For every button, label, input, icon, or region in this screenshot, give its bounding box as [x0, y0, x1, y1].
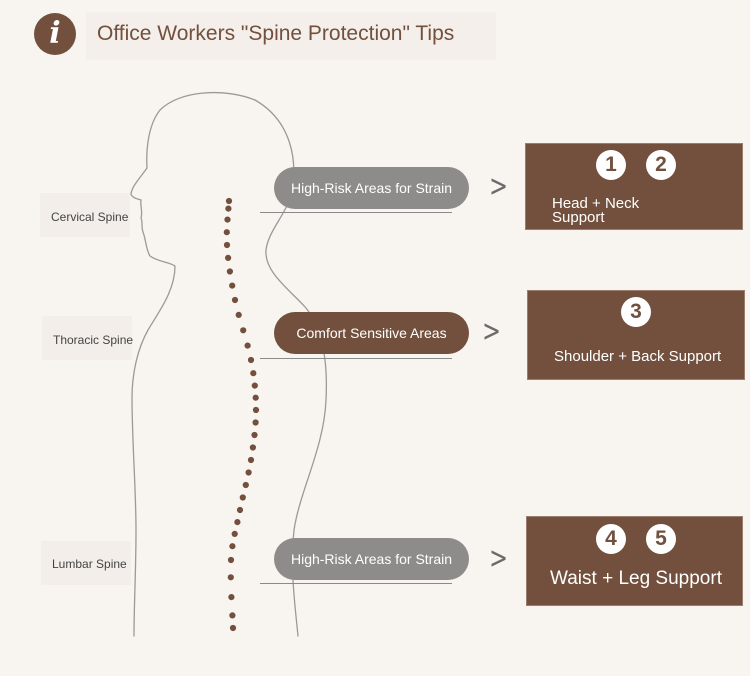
vertebra-dot [244, 342, 251, 349]
vertebra-dot [247, 356, 255, 364]
vertebra-dot [225, 205, 232, 212]
vertebra-dot [223, 241, 231, 249]
step-number-badge: 1 [596, 150, 626, 180]
vertebra-dot [242, 481, 249, 489]
vertebra-dot [245, 469, 252, 476]
shoulder-back-support-card: 3 Shoulder + Back Support [527, 290, 745, 380]
thoracic-label-bg [42, 316, 132, 360]
vertebra-dot [249, 444, 256, 451]
head-neck-label-line2: Support [552, 209, 605, 226]
vertebra-dot [252, 394, 259, 401]
thoracic-comfort-pill: Comfort Sensitive Areas [274, 312, 469, 354]
vertebra-dot [250, 370, 257, 377]
page-title: Office Workers "Spine Protection" Tips [97, 22, 455, 45]
cervical-spine-label: Cervical Spine [51, 210, 129, 224]
thoracic-arrow-icon: > [482, 314, 501, 349]
waist-leg-support-card: 4 5 Waist + Leg Support [526, 516, 743, 606]
lumbar-label-bg [41, 541, 131, 585]
waist-leg-label: Waist + Leg Support [550, 568, 722, 589]
lumbar-arrow-icon: > [489, 541, 508, 576]
vertebra-dot [251, 431, 258, 439]
vertebra-dot [247, 456, 255, 464]
vertebra-dot [236, 506, 244, 514]
vertebra-dot [252, 419, 259, 426]
cervical-label-bg [40, 193, 130, 237]
vertebra-dot [231, 296, 239, 304]
vertebra-dot [223, 229, 230, 236]
step-number-badge: 4 [596, 524, 626, 554]
vertebra-dot [225, 197, 233, 205]
vertebra-dot [229, 624, 237, 632]
info-icon: i [34, 13, 76, 55]
vertebra-dot [235, 311, 242, 318]
lumbar-spine-label: Lumbar Spine [52, 557, 127, 571]
thoracic-leader-line [260, 358, 452, 359]
vertebra-dot [234, 519, 241, 526]
shoulder-back-label: Shoulder + Back Support [554, 348, 722, 365]
vertebra-dot [227, 556, 235, 564]
step-number-badge: 3 [621, 297, 651, 327]
thoracic-spine-label: Thoracic Spine [53, 333, 134, 347]
lumbar-leader-line [260, 583, 452, 584]
vertebra-dot [231, 530, 238, 538]
vertebra-dot [225, 254, 232, 261]
vertebra-dot [239, 494, 246, 501]
step-number-badge: 5 [646, 524, 676, 554]
vertebra-dot [229, 612, 236, 619]
cervical-risk-pill: High-Risk Areas for Strain [274, 167, 469, 209]
cervical-arrow-icon: > [489, 169, 508, 204]
head-neck-support-card: 1 2 Head + Neck Support [525, 143, 743, 230]
vertebra-dot [227, 574, 234, 581]
vertebra-dot [229, 282, 236, 289]
spine-dots [223, 197, 260, 632]
vertebra-dot [229, 543, 236, 550]
vertebra-dot [240, 327, 247, 334]
vertebra-dot [252, 406, 260, 414]
vertebra-dot [226, 268, 233, 275]
vertebra-dot [228, 594, 235, 601]
step-number-badge: 2 [646, 150, 676, 180]
head-neck-label-line1: Head + Neck [552, 195, 640, 212]
title-bar [86, 12, 496, 60]
cervical-leader-line [260, 212, 452, 213]
lumbar-risk-pill: High-Risk Areas for Strain [274, 538, 469, 580]
vertebra-dot [251, 382, 258, 389]
vertebra-dot [224, 216, 231, 223]
